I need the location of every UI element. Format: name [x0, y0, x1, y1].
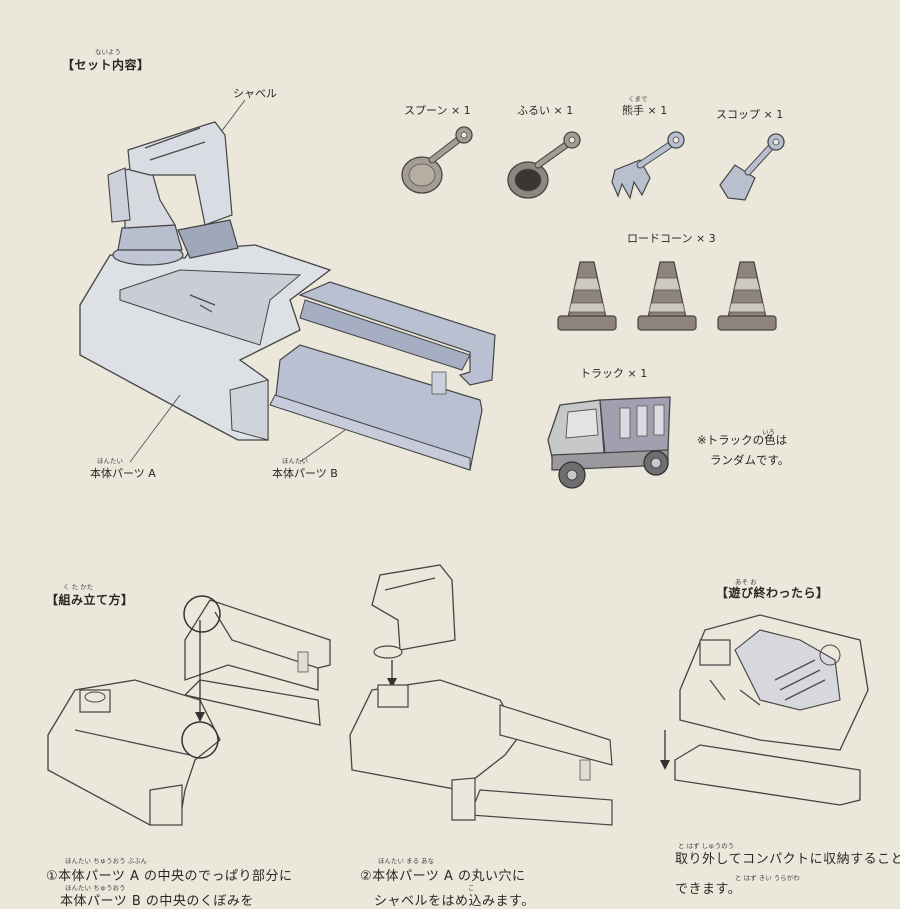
step1-ruby2: ほんたい ちゅうおう — [65, 884, 126, 892]
scoop-shape — [719, 133, 785, 201]
tool-rake-label: 熊手 × 1 — [622, 104, 668, 117]
body-b-ruby: ほんたい — [282, 457, 308, 465]
step2-ruby2: こ — [468, 884, 475, 892]
after-play-line2: できます。 — [675, 882, 742, 897]
body-part-a-shape — [79, 244, 332, 441]
truck-shape — [547, 396, 671, 489]
sieve-shape — [507, 131, 581, 199]
cone-3-shape — [717, 261, 777, 331]
body-a-leader-line — [129, 394, 181, 463]
shovel-excavator-shape — [107, 121, 239, 266]
tool-sieve-label: ふるい × 1 — [517, 104, 574, 117]
step2-line1: ②本体パーツ A の丸い穴に — [360, 869, 526, 884]
contents-title-ruby: ないよう — [95, 48, 121, 56]
after-play-title-ruby: あそ お — [735, 578, 757, 586]
tool-rake-ruby: くまで — [628, 95, 648, 103]
assembly-title: 【組み立て方】 — [46, 593, 134, 607]
step2-ruby: ほんたい まる あな — [378, 857, 435, 865]
cone-2-shape — [637, 261, 697, 331]
step1-ruby: ほんたい ちゅうおう ぶぶん — [65, 857, 148, 865]
after-play-ruby1: と はず しゅうのう — [678, 842, 735, 850]
body-b-label: 本体パーツ B — [272, 467, 338, 480]
after-play-title: 【遊び終わったら】 — [716, 586, 829, 600]
after-play-ruby2: と はず きい うらがわ — [735, 874, 800, 882]
body-a-ruby: ほんたい — [97, 457, 123, 465]
truck-note-ruby: いろ — [762, 428, 775, 436]
truck-label: トラック × 1 — [580, 367, 648, 380]
body-part-b-shape — [269, 281, 496, 471]
shovel-label: シャベル — [233, 87, 277, 100]
assembly-title-ruby: く た かた — [63, 583, 94, 591]
after-play-line1: 取り外してコンパクトに収納することが — [675, 852, 900, 867]
rake-shape — [611, 131, 685, 200]
body-b-leader-line — [299, 429, 346, 463]
cone-1-shape — [557, 261, 617, 331]
tool-scoop-label: スコップ × 1 — [716, 108, 784, 121]
body-a-label: 本体パーツ A — [90, 467, 156, 480]
contents-title: 【セット内容】 — [62, 58, 150, 72]
step1-line1: ①本体パーツ A の中央のでっぱり部分に — [46, 869, 293, 884]
cones-label: ロードコーン × 3 — [627, 232, 716, 245]
spoon-shape — [401, 126, 473, 194]
truck-note-line1: ※トラックの色は — [697, 433, 788, 447]
truck-note-line2: ランダムです。 — [710, 453, 790, 467]
tool-spoon-label: スプーン × 1 — [404, 104, 471, 117]
